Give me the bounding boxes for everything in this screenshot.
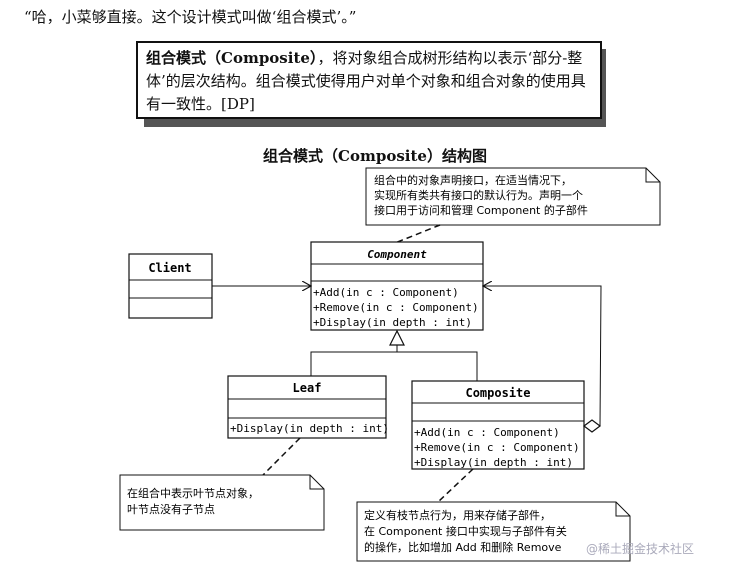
- component-class: Component +Add(in c : Component) +Remove…: [310, 241, 484, 331]
- component-class-name: Component: [367, 248, 427, 261]
- component-note: 组合中的对象声明接口，在适当情况下， 实现所有类共有接口的默认行为。声明一个 接…: [365, 167, 661, 226]
- leaf-note-connector: [262, 437, 301, 476]
- inheritance-arrows: [310, 329, 478, 381]
- composite-method: +Display(in depth : int): [414, 456, 573, 469]
- composite-class: Composite +Add(in c : Component) +Remove…: [411, 380, 585, 470]
- client-class-name: Client: [148, 261, 191, 275]
- intro-text: “哈，小菜够直接。这个设计模式叫做‘组合模式’。”: [24, 8, 357, 26]
- leaf-method: +Display(in depth : int): [230, 422, 389, 435]
- composite-note: 定义有枝节点行为，用来存储子部件， 在 Component 接口中实现与子部件有…: [356, 501, 631, 562]
- leaf-class: Leaf +Display(in depth : int): [227, 375, 389, 439]
- definition-term: 组合模式（Composite）: [146, 49, 318, 67]
- definition-text: ，将对象组合成树形结构以表示‘部分-整体’的层次结构。组合模式使得用户对单个对象…: [146, 49, 586, 113]
- component-note-line: 接口用于访问和管理 Component 的子部件: [374, 203, 588, 217]
- client-class: Client: [128, 253, 213, 319]
- composite-method: +Remove(in c : Component): [414, 441, 580, 454]
- composite-note-connector: [437, 468, 474, 503]
- composite-method: +Add(in c : Component): [414, 426, 560, 439]
- composite-class-name: Composite: [465, 386, 530, 400]
- component-note-line: 实现所有类共有接口的默认行为。声明一个: [374, 188, 583, 202]
- leaf-note-line: 在组合中表示叶节点对象，: [127, 486, 259, 500]
- diagram-title: 组合模式（Composite）结构图: [263, 147, 487, 165]
- component-method: +Remove(in c : Component): [313, 301, 479, 314]
- leaf-note: 在组合中表示叶节点对象， 叶节点没有子节点: [119, 474, 325, 531]
- leaf-class-name: Leaf: [293, 381, 322, 395]
- component-method: +Add(in c : Component): [313, 286, 459, 299]
- leaf-note-line: 叶节点没有子节点: [127, 502, 215, 516]
- definition-box: 组合模式（Composite），将对象组合成树形结构以表示‘部分-整体’的层次结…: [136, 41, 602, 119]
- composite-note-line: 定义有枝节点行为，用来存储子部件，: [364, 508, 551, 522]
- component-note-connector: [394, 224, 441, 244]
- aggregation-link: [483, 286, 602, 433]
- component-method: +Display(in depth : int): [313, 316, 472, 329]
- watermark: @稀土掘金技术社区: [586, 542, 695, 556]
- composite-note-line: 的操作，比如增加 Add 和删除 Remove: [364, 540, 562, 554]
- component-note-line: 组合中的对象声明接口，在适当情况下，: [374, 173, 572, 187]
- composite-note-line: 在 Component 接口中实现与子部件有关: [364, 524, 567, 538]
